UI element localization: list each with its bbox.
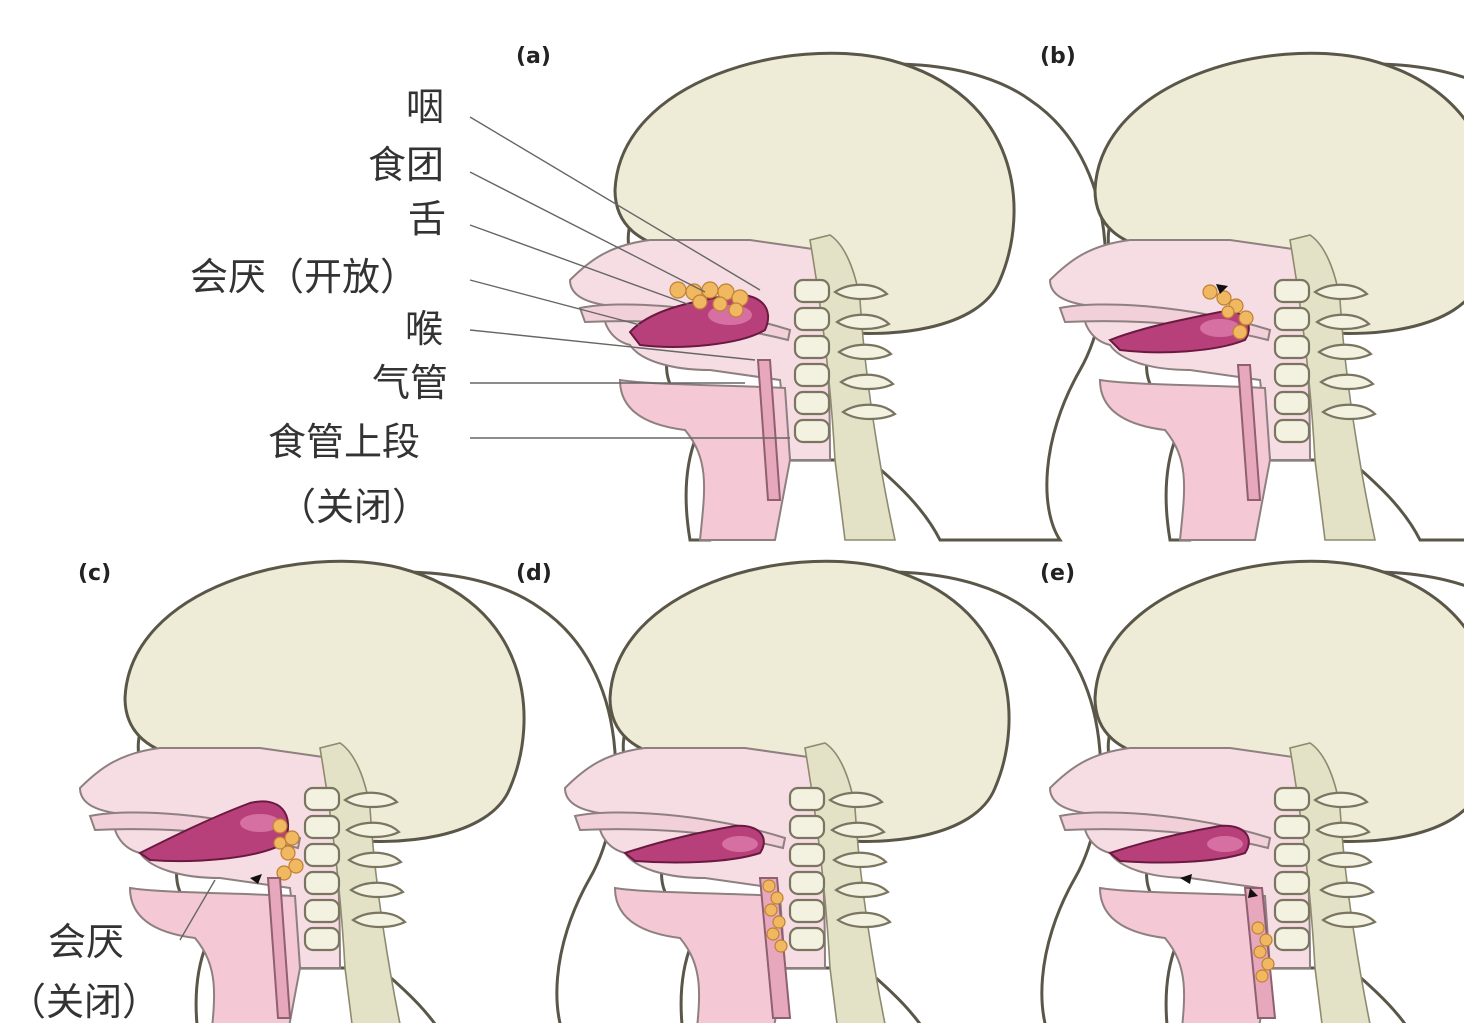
panel-label-d: (d)	[516, 561, 552, 586]
label-tongue: 舌	[408, 197, 446, 241]
panel-a	[570, 53, 1106, 540]
label-bolus: 食团	[368, 143, 444, 187]
label-esophagus-closed: （关闭）	[278, 485, 430, 529]
label-larynx: 喉	[405, 307, 443, 351]
label-epiglottis-closed: （关闭）	[8, 980, 160, 1023]
label-epiglottis-open: 会厌（开放）	[190, 255, 418, 299]
panel-d	[565, 561, 1101, 1023]
panel-label-c: (c)	[78, 561, 111, 586]
label-trachea: 气管	[372, 361, 448, 405]
panel-label-e: (e)	[1040, 561, 1075, 586]
panel-label-a: (a)	[516, 44, 551, 69]
panel-c	[80, 561, 616, 1023]
label-pharynx: 咽	[406, 85, 444, 129]
label-epiglottis: 会厌	[48, 920, 124, 964]
panel-b	[1050, 53, 1464, 540]
panel-label-b: (b)	[1040, 44, 1076, 69]
label-esophagus: 食管上段	[268, 420, 420, 464]
panel-e	[1050, 561, 1464, 1023]
